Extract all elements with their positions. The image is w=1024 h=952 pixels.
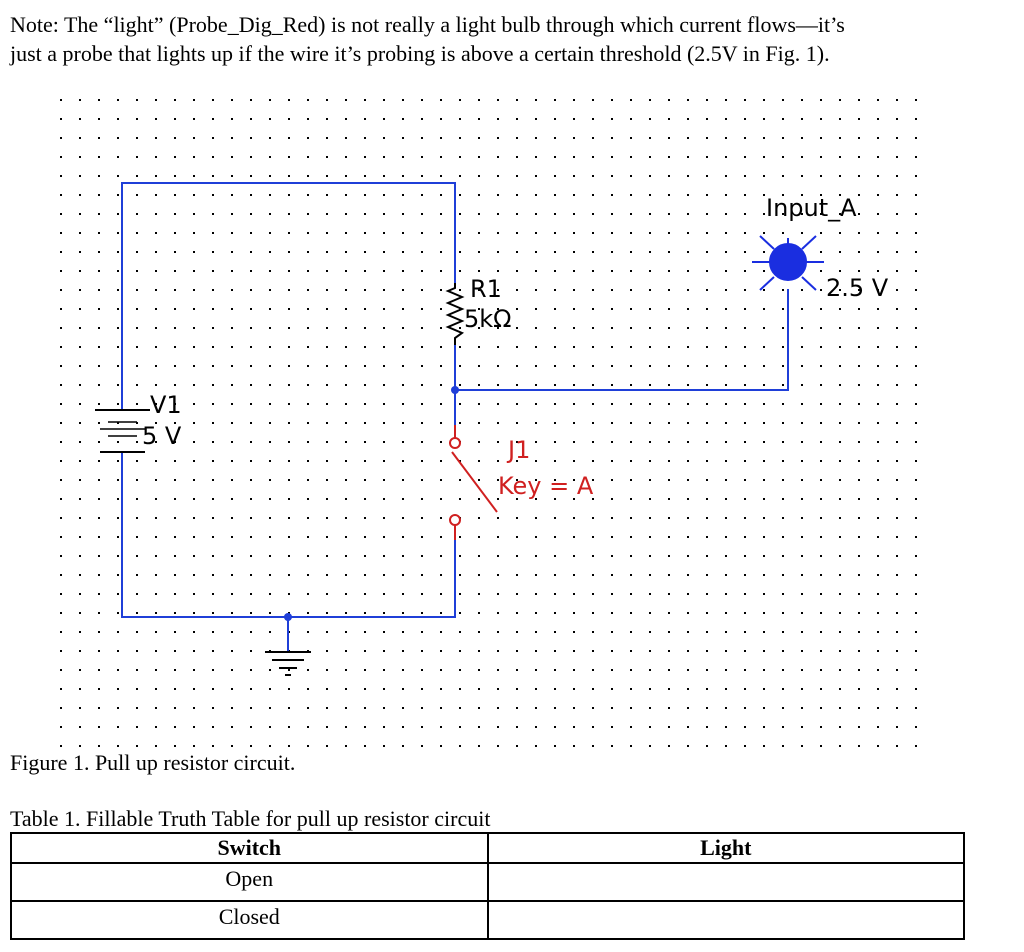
wires: [121, 182, 789, 652]
battery-name: V1: [150, 391, 182, 419]
table-header-row: Switch Light: [10, 832, 965, 864]
note-text: Note: The “light” (Probe_Dig_Red) is not…: [10, 10, 1010, 68]
grid-dots: [60, 99, 917, 747]
note-line-2: just a probe that lights up if the wire …: [10, 41, 830, 66]
table-row: Open: [10, 862, 965, 902]
header-light: Light: [486, 832, 965, 864]
resistor-value: 5kΩ: [464, 305, 512, 333]
resistor-name: R1: [470, 275, 502, 303]
ground-junction-dot: [284, 613, 292, 621]
cell-switch-closed: Closed: [10, 900, 489, 940]
probe-name: Input_A: [766, 194, 857, 222]
cell-light-open[interactable]: [486, 862, 965, 902]
ground-symbol: [265, 651, 311, 676]
switch-name: J1: [506, 436, 530, 464]
probe-icon: [752, 235, 824, 291]
resistor-symbol: [445, 283, 465, 345]
figure-caption: Figure 1. Pull up resistor circuit.: [10, 750, 296, 775]
switch-key: Key = A: [498, 472, 594, 500]
switch-symbol: [449, 425, 498, 540]
cell-switch-open: Open: [10, 862, 489, 902]
probe-threshold: 2.5 V: [826, 274, 889, 302]
junction-dot: [451, 386, 459, 394]
table-row: Closed: [10, 900, 965, 940]
battery-value: 5 V: [142, 422, 182, 450]
wire-bottom: [121, 452, 456, 618]
truth-table: Switch Light Open Closed: [10, 832, 965, 940]
circuit-schematic: V1 5 V R1 5kΩ J1 Key = A Input_A 2.5 V: [60, 99, 917, 747]
battery-symbol: [95, 409, 150, 453]
wire-probe: [455, 289, 789, 391]
note-line-1: Note: The “light” (Probe_Dig_Red) is not…: [10, 12, 845, 37]
wire-top: [121, 182, 456, 410]
header-switch: Switch: [10, 832, 489, 864]
table-caption: Table 1. Fillable Truth Table for pull u…: [10, 806, 491, 831]
cell-light-closed[interactable]: [486, 900, 965, 940]
